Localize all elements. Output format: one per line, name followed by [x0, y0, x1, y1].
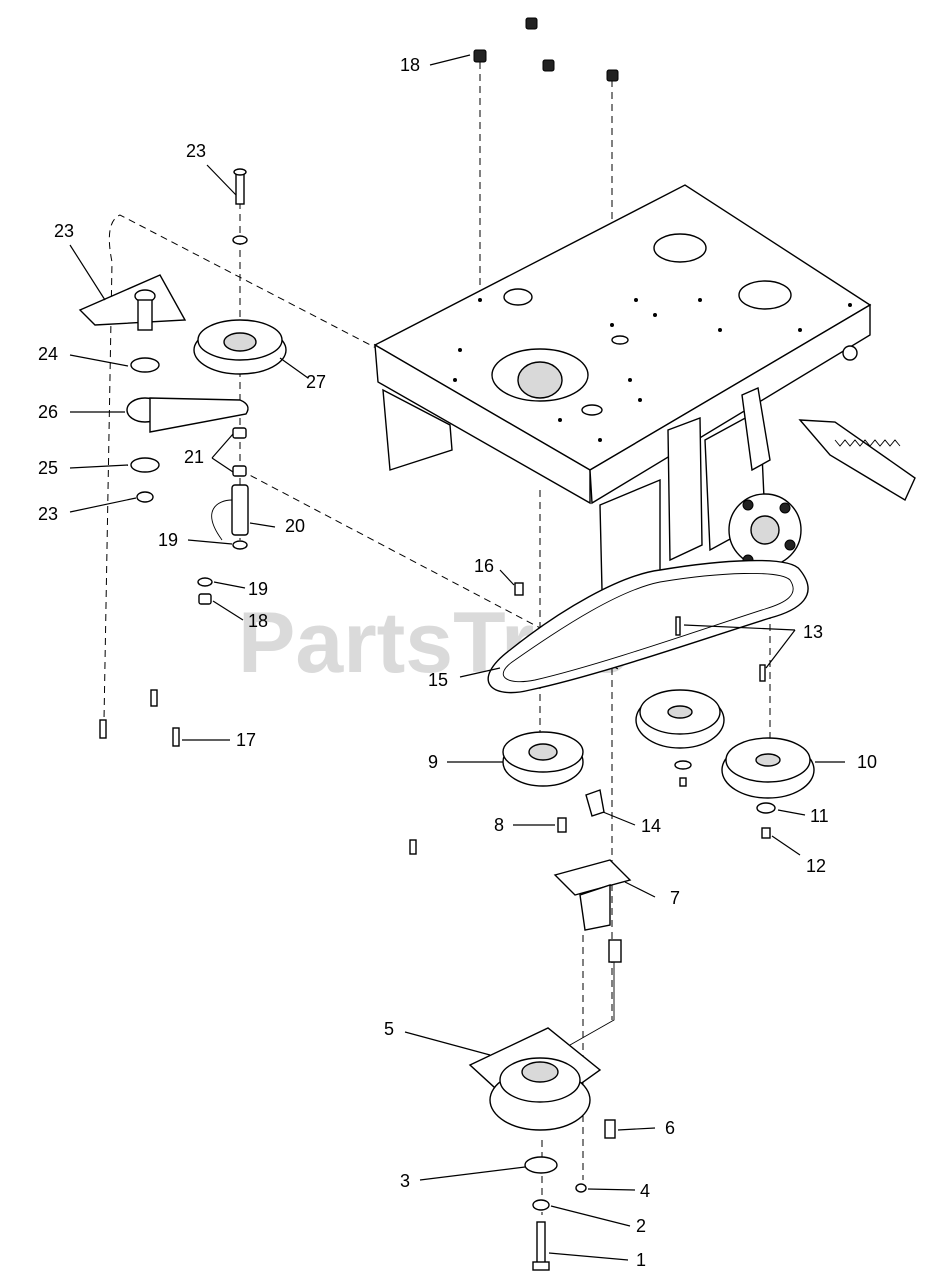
callout-11: 11 [810, 806, 829, 826]
callout-23: 24 [38, 344, 58, 364]
callout-16: 16 [474, 556, 494, 576]
idler-arm-assembly [78, 168, 287, 747]
clutch-bracket [409, 789, 632, 1046]
callout-23: 25 [38, 458, 58, 478]
callout-1: 1 [636, 1250, 646, 1270]
callout-12: 12 [806, 856, 826, 876]
callout-6: 6 [665, 1118, 675, 1138]
top-nuts [473, 17, 619, 82]
pulleys-lower [502, 689, 815, 839]
callout-10: 10 [857, 752, 877, 772]
key-13a [675, 616, 681, 636]
callout-22: 23 [38, 504, 58, 524]
callout-19: 19 [248, 579, 268, 599]
callout-4: 4 [640, 1181, 650, 1201]
electric-clutch [468, 1027, 616, 1271]
callout-5: 5 [384, 1019, 394, 1039]
drive-belt [487, 559, 809, 694]
callout-18: 18 [248, 611, 268, 631]
callout-18: 18 [400, 55, 420, 75]
callout-21: 21 [184, 447, 204, 467]
callout-7: 7 [670, 888, 680, 908]
callout-19: 19 [158, 530, 178, 550]
callout-labels: 18 23 23 24 26 25 23 27 21 20 19 19 18 1… [38, 55, 877, 1270]
callout-27: 27 [306, 372, 326, 392]
callout-13: 13 [803, 622, 823, 642]
callout-15: 15 [428, 670, 448, 690]
callout-17: 17 [236, 730, 256, 750]
callout-25: 23 [54, 221, 74, 241]
callout-14: 14 [641, 816, 661, 836]
callout-2: 2 [636, 1216, 646, 1236]
gearbox-assembly [667, 345, 916, 567]
leader-lines [69, 54, 845, 1261]
callout-20: 20 [285, 516, 305, 536]
key-16 [514, 582, 524, 596]
callout-9: 9 [428, 752, 438, 772]
callout-26: 23 [186, 141, 206, 161]
callout-8: 8 [494, 815, 504, 835]
key-13b [759, 664, 766, 682]
chassis-deck [373, 184, 872, 591]
callout-24: 26 [38, 402, 58, 422]
callout-3: 3 [400, 1171, 410, 1191]
